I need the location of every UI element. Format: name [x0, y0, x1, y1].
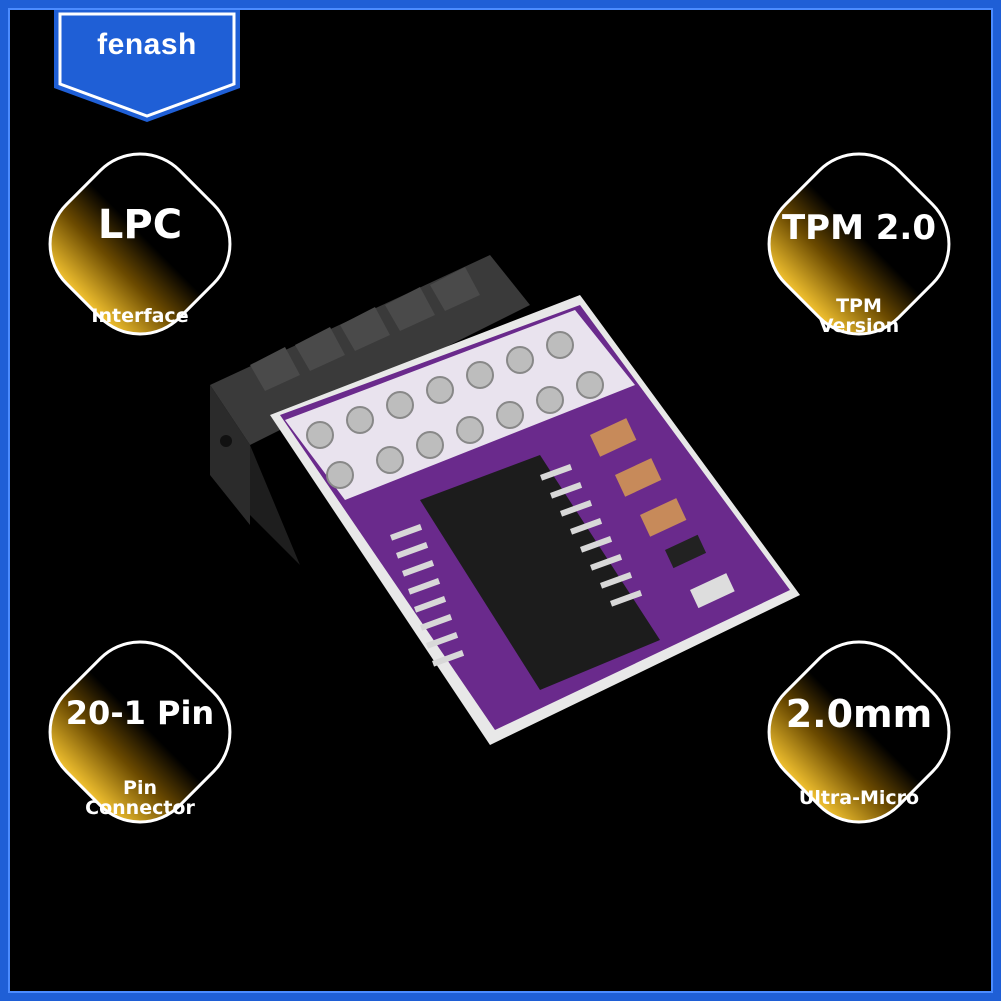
- brand-badge-shape: [54, 10, 240, 122]
- tpm-module-photo: [190, 235, 810, 755]
- badge-title: 20-1 Pin: [65, 694, 215, 732]
- badge-shape: [48, 152, 232, 336]
- badge-lpc: LPC Interface: [26, 130, 254, 358]
- brand-name: fenash: [97, 28, 197, 61]
- badge-shape: [767, 640, 951, 824]
- badge-subtitle: TPM Version: [818, 295, 900, 337]
- badge-title: 2.0mm: [785, 692, 933, 736]
- badge-title: LPC: [97, 202, 183, 248]
- badge-shape: [48, 640, 232, 824]
- badge-shape: [767, 152, 951, 336]
- badge-size: 2.0mm Ultra-Micro: [745, 618, 973, 846]
- badge-tpm-version: TPM 2.0 TPM Version: [745, 130, 973, 358]
- badge-subtitle: Interface: [91, 305, 189, 327]
- tpm-module-illustration: [210, 255, 800, 745]
- badge-subtitle: Pin Connector: [85, 777, 195, 819]
- brand-badge: fenash: [54, 10, 240, 122]
- badge-title: TPM 2.0: [781, 208, 936, 248]
- badge-subtitle: Ultra-Micro: [798, 787, 920, 809]
- badge-pin: 20-1 Pin Pin Connector: [26, 618, 254, 846]
